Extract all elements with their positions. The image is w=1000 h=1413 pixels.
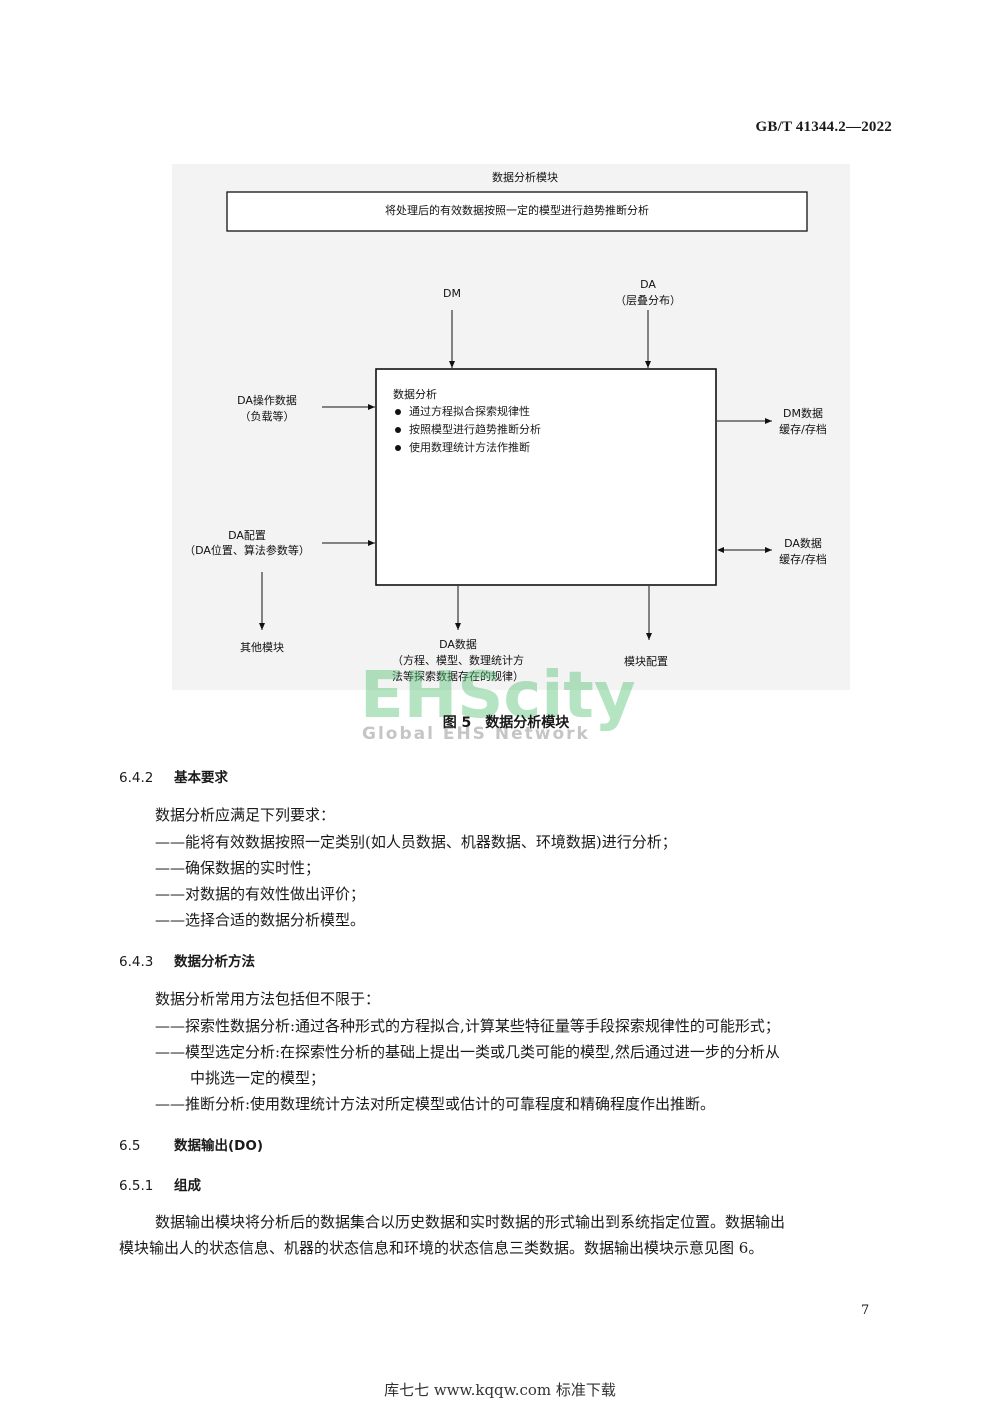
da-data-label: DA数据 (439, 638, 477, 651)
main-box-item: 使用数理统计方法作推断 (393, 439, 541, 457)
section-heading-6-4-2: 6.4.2 基本要求 (119, 766, 228, 786)
main-box-content: 数据分析 通过方程拟合探索规律性 按照模型进行趋势推断分析 使用数理统计方法作推… (393, 387, 541, 457)
list-item-continuation: 中挑选一定的模型； (190, 1069, 326, 1087)
page-number: 7 (861, 1303, 870, 1318)
main-box-item: 按照模型进行趋势推断分析 (393, 421, 541, 439)
da-cache-label: DA数据 (784, 537, 822, 550)
paragraph: 数据分析常用方法包括但不限于： (155, 990, 381, 1008)
other-modules-label: 其他模块 (240, 641, 284, 654)
da-sublabel: （层叠分布） (615, 294, 681, 307)
list-item: ——确保数据的实时性； (155, 859, 321, 877)
section-title: 组成 (174, 1178, 201, 1194)
dm-cache-label: DM数据 (783, 407, 823, 420)
watermark-logo: EHScity (360, 659, 636, 733)
section-number: 6.4.3 (119, 954, 154, 970)
section-heading-6-5-1: 6.5.1 组成 (119, 1174, 201, 1194)
main-box (375, 368, 717, 586)
main-box-title: 数据分析 (393, 388, 437, 401)
list-item: ——选择合适的数据分析模型。 (155, 911, 366, 929)
module-config-label: 模块配置 (624, 655, 668, 668)
top-box-text: 将处理后的有效数据按照一定的模型进行趋势推断分析 (385, 204, 649, 217)
section-heading-6-4-3: 6.4.3 数据分析方法 (119, 950, 255, 970)
list-item: ——对数据的有效性做出评价； (155, 885, 366, 903)
paragraph: 数据输出模块将分析后的数据集合以历史数据和实时数据的形式输出到系统指定位置。数据… (155, 1213, 786, 1231)
da-data-sublabel-2: 法等探索数据存在的规律） (392, 670, 524, 683)
da-ops-sublabel: （负载等） (239, 410, 295, 423)
da-config-sublabel: （DA位置、算法参数等） (184, 544, 310, 557)
da-config-label: DA配置 (228, 529, 266, 542)
top-label: 数据分析模块 (492, 171, 558, 184)
main-box-item: 通过方程拟合探索规律性 (393, 403, 541, 421)
footer-text: 库七七 www.kqqw.com 标准下载 (384, 1381, 616, 1399)
da-cache-sublabel: 缓存/存档 (779, 553, 827, 566)
section-number: 6.5.1 (119, 1178, 154, 1194)
watermark-subtitle: Global EHS Network (362, 724, 590, 744)
list-item: ——推断分析:使用数理统计方法对所定模型或估计的可靠程度和精确程度作出推断。 (155, 1095, 716, 1113)
list-item: ——探索性数据分析:通过各种形式的方程拟合,计算某些特征量等手段探索规律性的可能… (155, 1017, 780, 1035)
data-analysis-diagram (226, 191, 808, 640)
section-number: 6.5 (119, 1138, 141, 1154)
section-heading-6-5: 6.5 数据输出(DO) (119, 1134, 263, 1154)
top-box (226, 191, 808, 232)
standard-number: GB/T 41344.2—2022 (755, 119, 892, 135)
main-box-list: 通过方程拟合探索规律性 按照模型进行趋势推断分析 使用数理统计方法作推断 (393, 403, 541, 457)
paragraph: 数据分析应满足下列要求： (155, 806, 336, 824)
list-item: ——模型选定分析:在探索性分析的基础上提出一类或几类可能的模型,然后通过进一步的… (155, 1043, 780, 1061)
section-title: 数据分析方法 (174, 954, 255, 970)
list-item: ——能将有效数据按照一定类别(如人员数据、机器数据、环境数据)进行分析； (155, 833, 677, 851)
section-number: 6.4.2 (119, 770, 154, 786)
dm-label: DM (443, 287, 461, 300)
da-label: DA (640, 278, 656, 291)
da-ops-label: DA操作数据 (237, 394, 297, 407)
section-title: 基本要求 (174, 770, 228, 786)
paragraph-continuation: 模块输出人的状态信息、机器的状态信息和环境的状态信息三类数据。数据输出模块示意见… (119, 1239, 764, 1257)
da-data-sublabel-1: （方程、模型、数理统计方 (392, 654, 524, 667)
section-title: 数据输出(DO) (174, 1138, 264, 1154)
dm-cache-sublabel: 缓存/存档 (779, 423, 827, 436)
figure-caption: 图 5 数据分析模块 (442, 715, 570, 731)
